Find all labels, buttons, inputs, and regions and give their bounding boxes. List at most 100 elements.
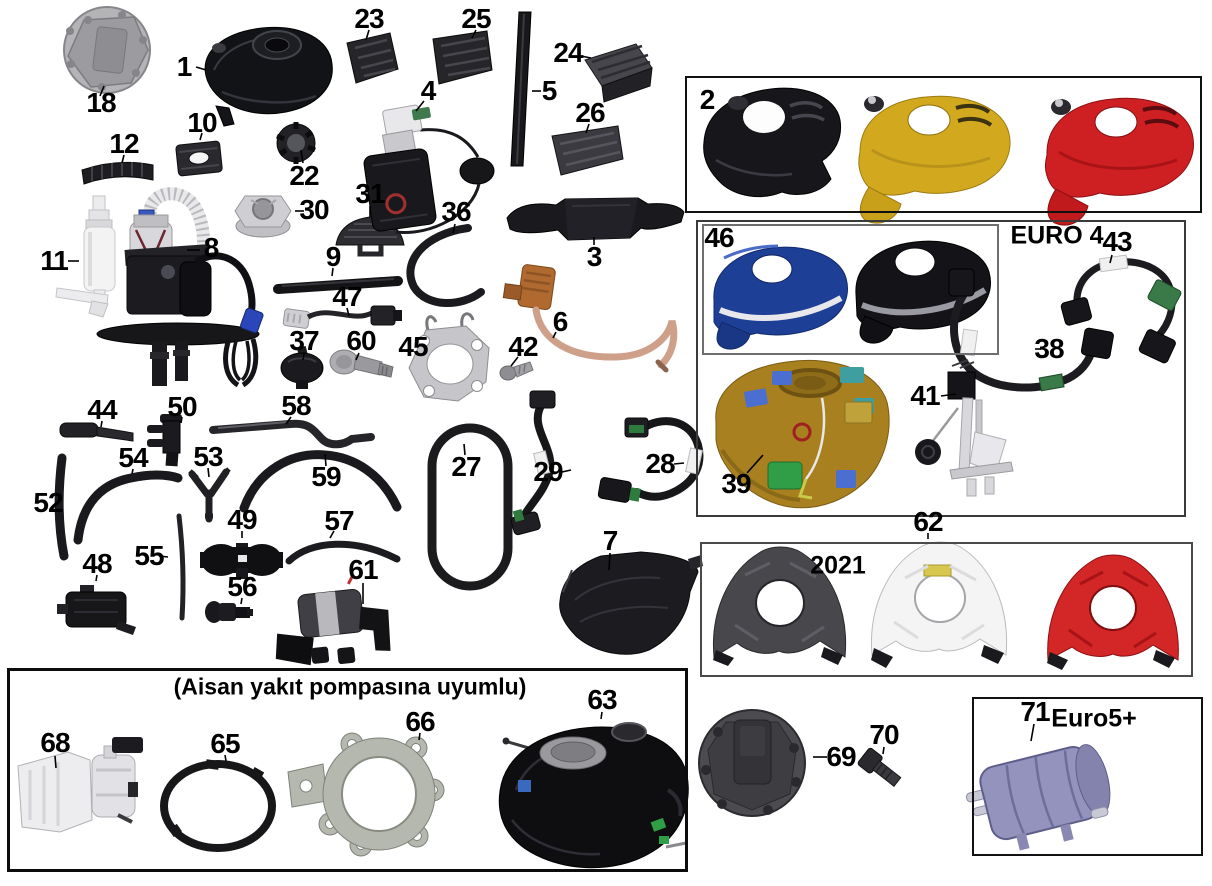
part-23-rubber-pad bbox=[346, 32, 399, 84]
part-60-shoulder-bolt bbox=[329, 349, 394, 378]
part-label-55: 55 bbox=[134, 540, 164, 571]
group-box-aisan bbox=[7, 668, 688, 872]
part-1-tank-upper-shell bbox=[204, 26, 333, 127]
part-63-fuel-tank bbox=[498, 722, 689, 869]
part-label-58: 58 bbox=[281, 390, 311, 421]
part-43-cable bbox=[1060, 254, 1182, 364]
part-label-30: 30 bbox=[299, 194, 329, 225]
part-label-38: 38 bbox=[1034, 333, 1064, 364]
group-box-euro5plus bbox=[972, 697, 1203, 856]
part-4-fuel-sender-assembly bbox=[363, 104, 495, 234]
part-37-grommet bbox=[280, 345, 324, 389]
part-22-round-grommet bbox=[276, 122, 316, 164]
part-42-screw bbox=[499, 361, 534, 381]
part-label-23: 23 bbox=[354, 3, 384, 34]
part-label-18: 18 bbox=[86, 87, 116, 118]
part-label-22: 22 bbox=[289, 160, 319, 191]
part-label-10: 10 bbox=[187, 107, 217, 138]
part-label-1: 1 bbox=[176, 51, 193, 82]
part-label-25: 25 bbox=[461, 3, 491, 34]
part-label-2: 2 bbox=[699, 84, 716, 115]
part-label-69: 69 bbox=[826, 741, 856, 772]
part-7-tank-lower-cover bbox=[559, 551, 703, 655]
part-41-level-sender bbox=[915, 359, 1014, 497]
part-3-rubber-cushion bbox=[506, 197, 685, 241]
part-label-4: 4 bbox=[420, 75, 437, 106]
part-11-fuel-filter bbox=[55, 195, 116, 318]
part-label-44: 44 bbox=[87, 394, 117, 425]
part-57-hose bbox=[285, 540, 401, 565]
part-label-5: 5 bbox=[541, 75, 558, 106]
part-49-saddle-bracket bbox=[200, 543, 283, 579]
part-label-9: 9 bbox=[325, 241, 342, 272]
part-label-46: 46 bbox=[704, 222, 734, 253]
part-26-rubber-pad bbox=[551, 125, 624, 176]
part-label-63: 63 bbox=[587, 684, 617, 715]
part-9-straight-hose bbox=[273, 276, 403, 294]
part-18-fuel-cap-lock bbox=[63, 6, 151, 94]
part-label-12: 12 bbox=[109, 128, 139, 159]
part-label-36: 36 bbox=[441, 196, 471, 227]
part-label-52: 52 bbox=[33, 487, 63, 518]
part-50-rollover-valve bbox=[147, 414, 182, 467]
year-2021-label: 2021 bbox=[810, 551, 866, 580]
part-45-retainer-plate bbox=[408, 312, 490, 402]
part-label-6: 6 bbox=[552, 306, 569, 337]
part-53-y-connector bbox=[188, 467, 231, 523]
part-label-26: 26 bbox=[575, 97, 605, 128]
part-61-solenoid-valve bbox=[275, 573, 391, 666]
part-52-hose bbox=[54, 453, 69, 561]
part-label-65: 65 bbox=[210, 728, 240, 759]
part-69-fuel-cap bbox=[698, 709, 806, 817]
part-39-tank-body-gold bbox=[715, 359, 890, 509]
part-6-fuel-pipe bbox=[502, 264, 678, 373]
part-62-cover-red bbox=[1047, 554, 1179, 670]
part-46-cover-blue bbox=[713, 244, 848, 350]
part-label-41: 41 bbox=[910, 380, 940, 411]
part-10-ribbed-pad bbox=[175, 140, 223, 177]
part-label-24: 24 bbox=[553, 37, 583, 68]
part-56-connector bbox=[205, 601, 253, 623]
part-29-fuel-hose bbox=[510, 390, 556, 536]
part-54-hose bbox=[73, 470, 183, 545]
part-28-fuel-hose bbox=[597, 417, 704, 503]
part-label-47: 47 bbox=[332, 281, 362, 312]
part-label-56: 56 bbox=[227, 571, 257, 602]
part-label-70: 70 bbox=[869, 719, 899, 750]
part-30-flange-nut bbox=[234, 195, 292, 238]
group-box-46-covers bbox=[702, 224, 999, 355]
part-44-vent-tube bbox=[59, 422, 134, 442]
leader-lines bbox=[54, 29, 1113, 769]
part-62-cover-grey bbox=[712, 546, 847, 666]
part-label-28: 28 bbox=[645, 448, 675, 479]
aisan-compatibility-note: (Aisan yakıt pompasına uyumlu) bbox=[173, 673, 527, 700]
part-66-gasket-plate bbox=[287, 732, 445, 857]
part-label-66: 66 bbox=[405, 706, 435, 737]
part-label-68: 68 bbox=[40, 727, 70, 758]
part-70-socket-screw bbox=[857, 747, 902, 787]
part-36-curved-hose bbox=[406, 224, 485, 307]
part-label-45: 45 bbox=[398, 331, 428, 362]
part-25-rubber-pad bbox=[432, 30, 493, 85]
part-label-57: 57 bbox=[324, 505, 354, 536]
part-58-bent-pipe bbox=[209, 419, 375, 449]
part-8-fuel-pump-module bbox=[96, 187, 264, 388]
part-27-seal-ring bbox=[427, 423, 513, 591]
group-box-2021-covers bbox=[700, 542, 1193, 677]
part-label-8: 8 bbox=[203, 232, 220, 263]
part-label-42: 42 bbox=[508, 331, 538, 362]
part-label-3: 3 bbox=[586, 241, 603, 272]
part-label-37: 37 bbox=[289, 325, 319, 356]
euro4-label: EURO 4 bbox=[1010, 221, 1104, 250]
part-24-rubber-block bbox=[584, 43, 653, 103]
part-label-29: 29 bbox=[533, 456, 563, 487]
part-2-cover-black bbox=[703, 87, 842, 198]
part-label-50: 50 bbox=[167, 391, 197, 422]
part-label-59: 59 bbox=[311, 461, 341, 492]
part-label-39: 39 bbox=[721, 468, 751, 499]
part-label-31: 31 bbox=[355, 178, 385, 209]
part-2-cover-yellow bbox=[858, 95, 1011, 224]
